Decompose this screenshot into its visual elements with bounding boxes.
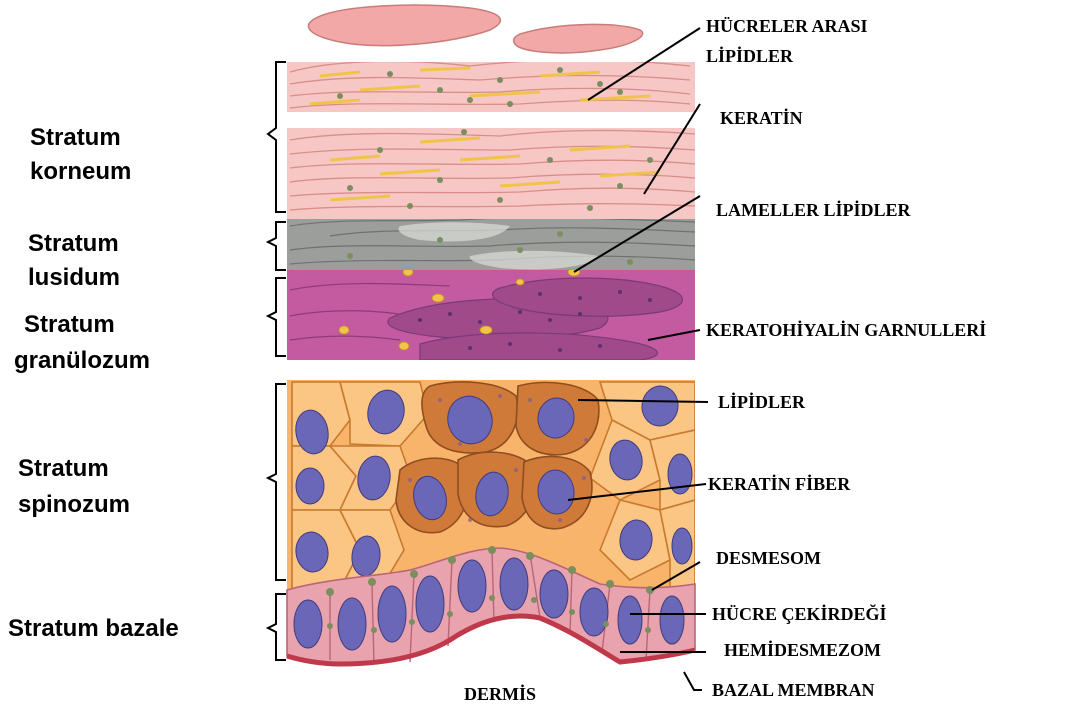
label-hucreler-arasi-lipidler: HÜCRELER ARASI LİPİDLER — [706, 16, 872, 66]
label-stratum-lusidum: Stratum lusidum — [28, 230, 125, 291]
stratum-granulozum-layer — [287, 268, 695, 360]
shed-corneocytes — [308, 5, 642, 53]
label-stratum-spinozum: Stratum spinozum — [18, 455, 130, 518]
label-keratohiyalin-garnulleri: KERATOHİYALİN GARNULLERİ — [706, 320, 986, 340]
brace-spinozum — [268, 384, 286, 580]
label-stratum-granulozum: Stratum granülozum — [14, 311, 150, 374]
stratum-lusidum-layer — [287, 218, 695, 277]
label-keratin-fiber: KERATİN FİBER — [708, 474, 851, 494]
label-bazal-membran: BAZAL MEMBRAN — [712, 680, 875, 700]
stratum-korneum-lower-band — [287, 128, 695, 220]
label-stratum-korneum: Stratum korneum — [30, 124, 131, 185]
brace-bazale — [268, 594, 286, 660]
label-keratin: KERATİN — [720, 108, 803, 128]
layer-labels: Stratum korneum Stratum lusidum Stratum … — [8, 124, 179, 642]
layer-braces — [268, 62, 286, 660]
stratum-korneum-upper-band — [287, 60, 695, 112]
brace-lusidum — [268, 222, 286, 270]
brace-korneum — [268, 62, 286, 212]
label-dermis: DERMİS — [464, 684, 536, 704]
label-lameller-lipidler: LAMELLER LİPİDLER — [716, 200, 912, 220]
label-desmesom: DESMESOM — [716, 548, 821, 568]
label-lipidler: LİPİDLER — [718, 392, 806, 412]
label-hemidesmezom: HEMİDESMEZOM — [724, 640, 881, 660]
brace-granulozum — [268, 278, 286, 356]
callout-labels: HÜCRELER ARASI LİPİDLER KERATİN LAMELLER… — [706, 16, 986, 700]
label-hucre-cekirdegi: HÜCRE ÇEKİRDEĞİ — [712, 603, 887, 624]
label-stratum-bazale: Stratum bazale — [8, 615, 179, 642]
leader-bazal-membran — [684, 672, 702, 690]
